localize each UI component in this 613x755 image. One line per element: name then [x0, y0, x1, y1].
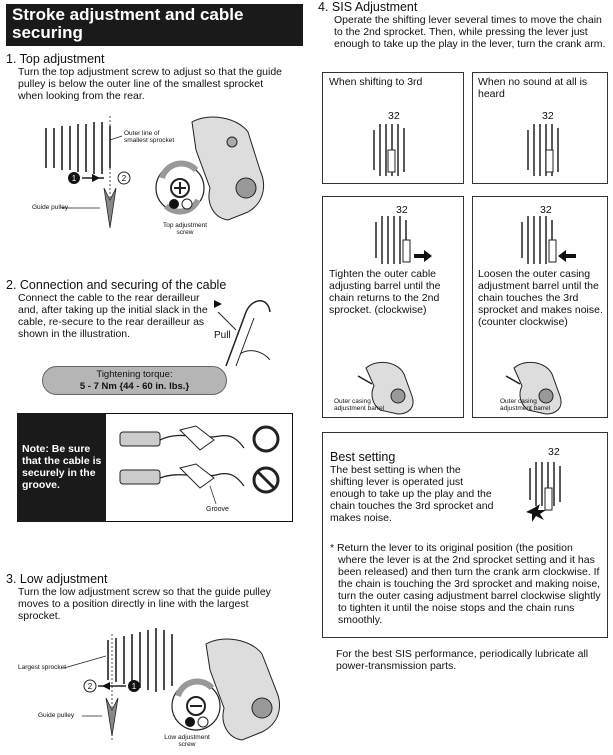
- torque-value: 5 - 7 Nm {44 - 60 in. lbs.}: [79, 381, 190, 392]
- best-sprocket-label: 32: [548, 446, 560, 458]
- low-adjustment-text: Turn the low adjustment screw so that th…: [18, 586, 271, 622]
- connection-heading: 2. Connection and securing of the cable: [6, 278, 227, 292]
- box3-sprocket-label: 32: [396, 204, 408, 216]
- top-num1: 1: [72, 174, 77, 183]
- label-groove: Groove: [206, 506, 229, 513]
- best-footnote: * Return the lever to its original posit…: [330, 542, 601, 626]
- arrow-down-3: [384, 418, 402, 428]
- label-largest-sprocket: Largest sprocket: [18, 664, 67, 671]
- box1-sprocket-label: 32: [388, 110, 400, 122]
- box-tighten: [322, 196, 464, 418]
- label-barrel-1: Outer casing adjustment barrel: [334, 398, 385, 412]
- label-outer-line: Outer line of smallest sprocket: [124, 130, 175, 144]
- arrow-down-4: [532, 418, 550, 428]
- title-bar: [6, 4, 303, 46]
- low-num1: 1: [132, 682, 137, 691]
- box1-title: When shifting to 3rd: [329, 76, 423, 88]
- best-text: The best setting is when the shifting le…: [330, 464, 494, 524]
- best-title: Best setting: [330, 450, 396, 464]
- arrow-down-1: [384, 184, 402, 194]
- arrow-down-2: [532, 184, 550, 194]
- low-num2: 2: [88, 682, 93, 691]
- torque-pill: Tightening torque: 5 - 7 Nm {44 - 60 in.…: [42, 366, 227, 395]
- top-adjustment-heading: 1. Top adjustment: [6, 52, 105, 66]
- page-title: Stroke adjustment and cable securing: [12, 5, 244, 42]
- label-guide-pulley-low: Guide pulley: [38, 712, 75, 719]
- sis-text: Operate the shifting lever several times…: [334, 14, 606, 50]
- box4-text: Loosen the outer casing adjustment barre…: [478, 268, 603, 328]
- label-barrel-2: Outer casing adjustment barrel: [500, 398, 551, 412]
- box4-sprocket-label: 32: [540, 204, 552, 216]
- top-num2: 2: [122, 174, 127, 183]
- box-shifting-3rd: [322, 72, 464, 184]
- sis-heading: 4. SIS Adjustment: [318, 0, 418, 14]
- label-top-screw: Top adjustment screw: [162, 222, 208, 236]
- box3-text: Tighten the outer cable adjusting barrel…: [329, 268, 441, 316]
- low-adjustment-heading: 3. Low adjustment: [6, 572, 108, 586]
- label-guide-pulley-top: Guide pulley: [32, 204, 69, 211]
- note-text: Note: Be sure that the cable is securely…: [22, 443, 102, 491]
- box2-sprocket-label: 32: [542, 110, 554, 122]
- note-panel: [17, 413, 106, 522]
- bottom-note: For the best SIS performance, periodical…: [336, 648, 589, 672]
- box2-title: When no sound at all is heard: [478, 76, 588, 100]
- box-loosen: [472, 196, 608, 418]
- label-pull: Pull: [214, 330, 231, 341]
- connection-text: Connect the cable to the rear derailleur…: [18, 292, 208, 340]
- box-no-sound: [472, 72, 608, 184]
- label-low-screw: Low adjustment screw: [164, 734, 210, 748]
- box-best-setting: [322, 432, 608, 638]
- torque-title: Tightening torque:: [96, 369, 173, 380]
- top-adjustment-text: Turn the top adjustment screw to adjust …: [18, 66, 283, 102]
